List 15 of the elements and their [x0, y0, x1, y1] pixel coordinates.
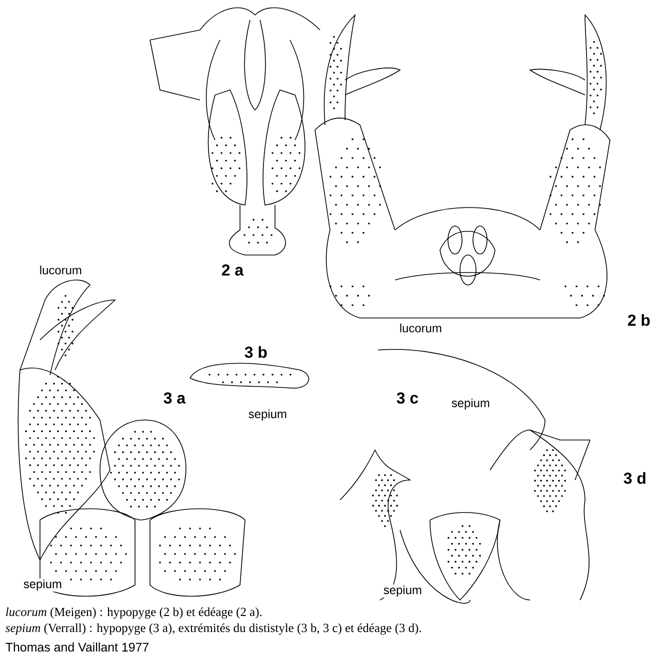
figure-number: 2 a — [220, 263, 245, 277]
figure-number: 3 c — [395, 391, 420, 405]
species-label: sepium — [382, 584, 423, 598]
figure-number: 3 b — [243, 345, 268, 359]
species-label: sepium — [450, 397, 491, 411]
species-label: sepium — [22, 578, 63, 592]
species-label: sepium — [247, 408, 288, 422]
caption-text: lucorum (Meigen) : hypopyge (2 b) et édéage (2 a). — [4, 606, 264, 620]
figure-number: 3 a — [162, 391, 187, 405]
species-label: lucorum — [398, 322, 443, 334]
figure-number: 3 d — [622, 471, 648, 485]
figure-number: 2 b — [626, 313, 652, 327]
species-label: lucorum — [38, 264, 83, 276]
credit-text: Thomas and Vaillant 1977 — [4, 641, 150, 653]
caption-text: sepium (Verrall) : hypopyge (3 a), extrémités du dististyle (3 b, 3 c) et édéage (3 d). — [4, 622, 423, 636]
